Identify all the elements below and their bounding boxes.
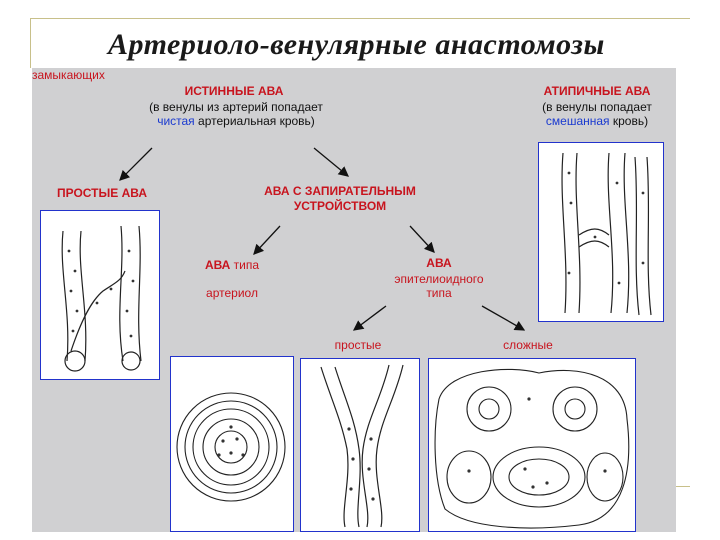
epithelioid-line3: типа bbox=[426, 286, 452, 300]
locking-ava-line2: УСТРОЙСТВОМ bbox=[293, 199, 387, 213]
atypical-ava-heading: АТИПИЧНЫЕ АВА bbox=[543, 84, 651, 98]
closing-arteriole-micrograph bbox=[170, 356, 294, 532]
true-ava-line2-rest: артериальная кровь) bbox=[194, 114, 315, 128]
arrow-to-locking-ava bbox=[313, 147, 350, 177]
epithelioid-simple-micrograph bbox=[300, 358, 420, 532]
mixed-blood-word: смешанная bbox=[545, 114, 610, 128]
simple-ava-label: ПРОСТЫЕ АВА bbox=[57, 186, 147, 200]
true-ava-heading: ИСТИННЫЕ АВА bbox=[184, 84, 284, 98]
atypical-ava-micrograph bbox=[538, 142, 664, 322]
arrow-to-epithelioid bbox=[409, 225, 435, 253]
clean-blood-word: чистая bbox=[157, 114, 195, 128]
arrow-to-complex-sub bbox=[481, 305, 526, 331]
simple-ava-micrograph bbox=[40, 210, 160, 380]
diagram-panel: ИСТИННЫЕ АВА (в венулы из артерий попада… bbox=[32, 68, 676, 532]
frame-line-top bbox=[30, 18, 690, 19]
closing-ava-line2: замыкающих bbox=[32, 68, 105, 82]
closing-ava-type-word: типа bbox=[230, 258, 260, 272]
locking-ava-line1: АВА С ЗАПИРАТЕЛЬНЫМ bbox=[264, 184, 416, 198]
frame-line-left bbox=[30, 18, 31, 68]
arrow-to-simple-sub bbox=[352, 305, 387, 331]
true-ava-line1: (в венулы из артерий попадает bbox=[149, 100, 323, 114]
epithelioid-complex-label: сложные bbox=[503, 338, 553, 352]
epithelioid-line2: эпителиоидного bbox=[394, 272, 484, 286]
epithelioid-heading: АВА bbox=[426, 256, 452, 270]
true-ava-line2: чистая артериальная кровь) bbox=[136, 114, 336, 128]
closing-ava-line3: артериол bbox=[206, 286, 258, 300]
atypical-ava-line2-rest: кровь) bbox=[609, 114, 649, 128]
closing-ava-line1: АВА типа bbox=[180, 258, 284, 272]
closing-ava-heading: АВА bbox=[204, 258, 231, 272]
atypical-ava-line1: (в венулы попадает bbox=[542, 100, 652, 114]
epithelioid-simple-label: простые bbox=[334, 338, 382, 352]
arrow-to-simple-ava bbox=[119, 147, 153, 181]
arrow-to-closing-arterioles bbox=[253, 225, 281, 255]
slide-title: Артериоло-венулярные анастомозы bbox=[108, 28, 605, 61]
diagram-arrows bbox=[119, 147, 526, 331]
atypical-ava-line2: смешанная кровь) bbox=[522, 114, 672, 128]
epithelioid-complex-micrograph bbox=[428, 358, 636, 532]
